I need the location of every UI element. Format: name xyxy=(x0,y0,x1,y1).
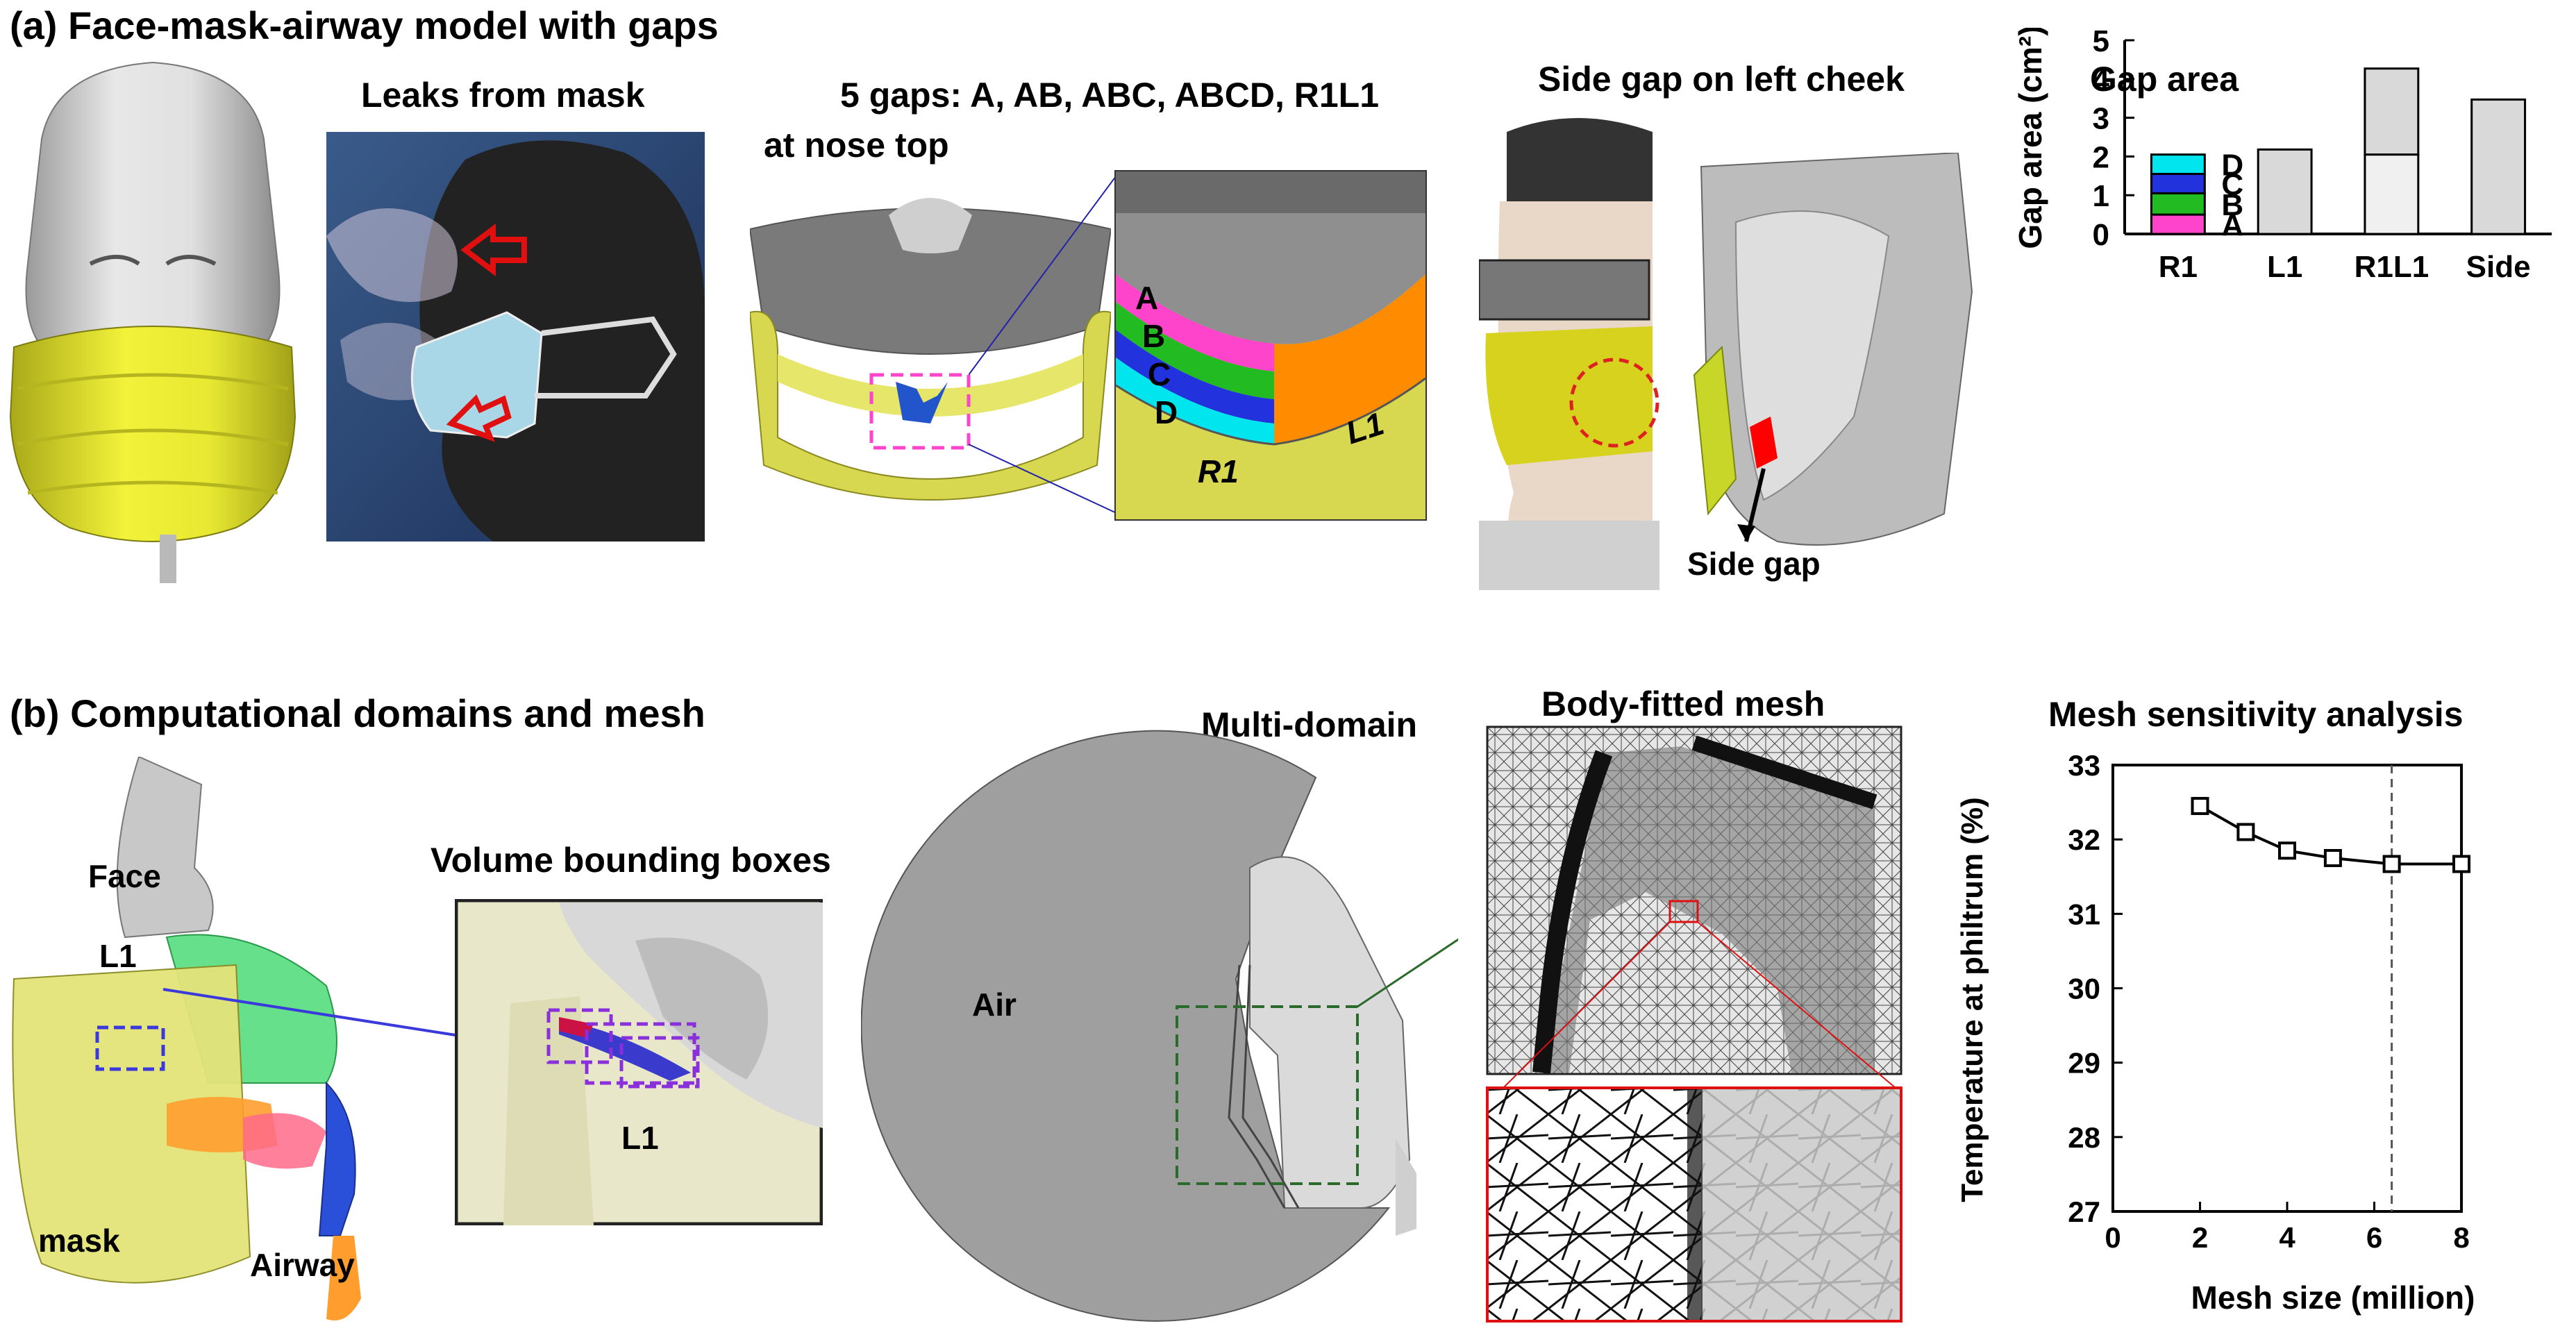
mesh-chart-ytick-label: 30 xyxy=(2068,973,2100,1005)
mesh-chart-ytick-label: 31 xyxy=(2068,898,2100,930)
mask-leak-photo xyxy=(326,132,705,542)
mask-label: mask xyxy=(38,1223,120,1259)
multidomain-title: Multi-domain xyxy=(1201,705,1418,744)
mesh-chart-ytick-label: 33 xyxy=(2068,749,2100,782)
mesh-chart-xlabel: Mesh size (million) xyxy=(2191,1279,2475,1316)
air-label: Air xyxy=(972,987,1017,1023)
side-gap-title: Side gap on left cheek xyxy=(1538,60,1905,99)
leak-arrow-top-icon xyxy=(460,224,527,276)
section-b-title: (b) Computational domains and mesh xyxy=(10,691,705,735)
mesh-chart-ylabel: Temperature at philtrum (%) xyxy=(1955,797,1989,1202)
nose-gaps-model xyxy=(750,198,1111,501)
bbox-title: Volume bounding boxes xyxy=(430,841,831,880)
gap-area-ytick-label: 2 xyxy=(2093,140,2109,174)
gaps-title-line2: at nose top xyxy=(764,126,949,165)
side-gap-model xyxy=(1693,153,1973,546)
l1-label: L1 xyxy=(99,938,137,974)
photo-title: Leaks from mask xyxy=(361,76,645,115)
gap-area-ytick-label: 5 xyxy=(2093,28,2109,58)
gap-area-bar-r1l1-upper xyxy=(2364,67,2420,156)
bbox-l1-label: L1 xyxy=(621,1120,659,1156)
side-gap-red xyxy=(1750,417,1778,469)
zone-label-r1: R1 xyxy=(1198,453,1239,489)
gap-area-bar-r1-c xyxy=(2150,173,2206,194)
gap-area-ytick-label: 1 xyxy=(2093,179,2109,213)
mesh-chart-point xyxy=(2382,855,2401,873)
leak-arrow-bottom-icon xyxy=(446,394,512,442)
mesh-chart-xtick-label: 2 xyxy=(2192,1221,2208,1254)
side-gap-label: Side gap xyxy=(1687,546,1821,582)
mesh-chart-xtick-label: 4 xyxy=(2279,1221,2295,1254)
mesh-chart-xtick-label: 6 xyxy=(2366,1221,2382,1254)
gap-area-stack-label: A xyxy=(2221,208,2243,242)
gap-label-c: C xyxy=(1148,356,1171,392)
gap-label-a: A xyxy=(1135,280,1158,316)
gap-area-bar-r1l1-lower xyxy=(2364,153,2420,235)
gap-area-xtick-label: L1 xyxy=(2267,250,2302,284)
gap-zoom-inset: A B C D R1 L1 xyxy=(1114,170,1427,521)
gap-label-b: B xyxy=(1142,318,1165,354)
mesh-chart-point xyxy=(2191,796,2209,815)
section-a-title: (a) Face-mask-airway model with gaps xyxy=(10,3,719,47)
gap-area-ytick-label: 4 xyxy=(2093,63,2110,97)
gap-area-ylabel: Gap area (cm²) xyxy=(2012,28,2048,249)
mesh-chart-ytick-label: 29 xyxy=(2068,1047,2100,1080)
gap-area-bar-side xyxy=(2470,98,2527,235)
mesh-chart-point xyxy=(2236,823,2255,841)
face-airway-model xyxy=(12,757,361,1320)
mesh-chart-ytick-label: 32 xyxy=(2068,823,2100,856)
gap-area-bar-r1-b xyxy=(2150,192,2206,216)
mesh-chart-ytick-label: 28 xyxy=(2068,1121,2100,1154)
volume-bbox-inset xyxy=(455,899,823,1225)
body-fitted-mesh xyxy=(1486,725,1902,1323)
gap-area-chart-title: Gap area xyxy=(2090,60,2239,99)
photo-surgical-mask xyxy=(410,311,543,439)
gap-area-bar-r1-d xyxy=(2150,153,2206,176)
gap-area-xtick-label: R1 xyxy=(2159,250,2198,284)
gap-area-stack-label: C xyxy=(2221,167,2243,201)
face-mask-model-figure xyxy=(9,61,296,583)
mesh-chart-xtick-label: 8 xyxy=(2453,1221,2469,1254)
gap-area-stack-label: D xyxy=(2221,149,2243,183)
gap-area-bar-l1 xyxy=(2257,148,2313,235)
gap-area-xtick-label: Side xyxy=(2466,250,2531,284)
mesh-chart-title: Mesh sensitivity analysis xyxy=(2048,695,2464,734)
multidomain-figure xyxy=(861,730,1458,1322)
mesh-sensitivity-chart: Temperature at philtrum (%) Mesh size (m… xyxy=(1955,749,2475,1316)
mesh-chart-ytick-label: 27 xyxy=(2068,1195,2100,1228)
airway-label: Airway xyxy=(250,1247,355,1283)
mesh-chart-point xyxy=(2278,841,2296,860)
mesh-title: Body-fitted mesh xyxy=(1541,685,1825,723)
face-label: Face xyxy=(88,858,161,894)
gap-label-d: D xyxy=(1155,394,1178,430)
gap-area-ytick-label: 0 xyxy=(2093,218,2109,252)
gap-area-bar-r1-a xyxy=(2150,213,2206,235)
gap-area-xtick-label: R1L1 xyxy=(2355,250,2429,284)
gap-area-stack-label: B xyxy=(2221,188,2243,222)
zoom-lines xyxy=(969,173,1119,514)
face-mask xyxy=(9,326,296,542)
mesh-chart-frame xyxy=(2111,764,2463,1213)
mesh-chart-xtick-label: 0 xyxy=(2105,1221,2121,1254)
mesh-chart-point xyxy=(2323,848,2342,867)
side-gap-photo xyxy=(1479,104,1659,590)
gap-area-ytick-label: 3 xyxy=(2093,102,2109,136)
mesh-chart-point xyxy=(2452,855,2470,873)
gaps-title-line1: 5 gaps: A, AB, ABC, ABCD, R1L1 xyxy=(840,76,1380,115)
